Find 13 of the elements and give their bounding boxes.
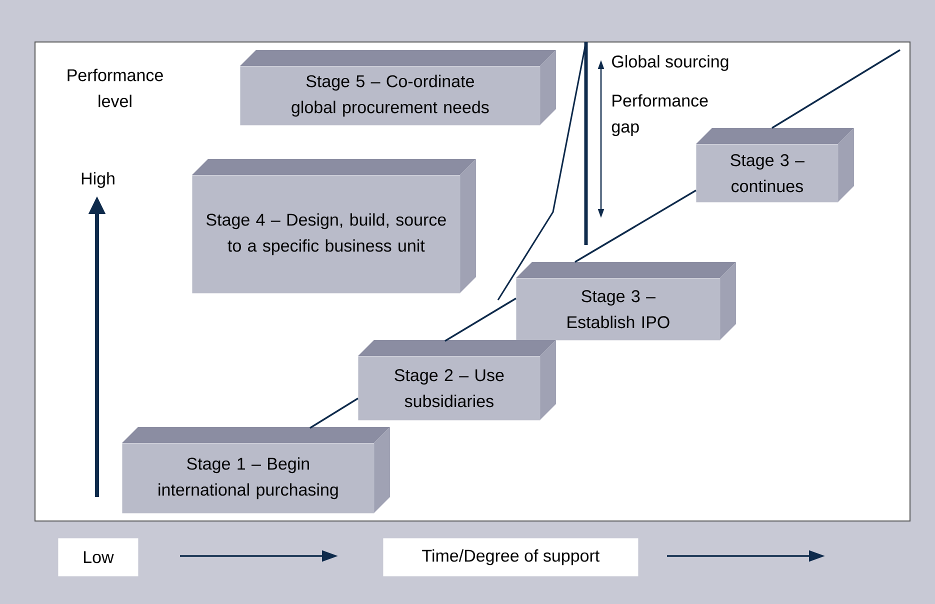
- trend-line: [574, 190, 696, 263]
- stage-box: Stage 4 – Design, build, source to a specific business unit: [192, 159, 476, 294]
- stage-box: Stage 3 – continues: [696, 128, 854, 202]
- stage-box: Stage 2 – Use subsidiaries: [358, 340, 556, 420]
- axis-label: High: [82, 172, 114, 188]
- stage-box: Stage 3 – Establish IPO: [516, 262, 736, 340]
- axis-label: Performance level: [68, 68, 163, 108]
- stage-box: Stage 1 – Begin international purchasing: [122, 427, 390, 514]
- axis-label: Global sourcing: [612, 55, 728, 71]
- axis-label-box: Time/Degree of support: [383, 538, 638, 576]
- stage-box: Stage 5 – Co-ordinate global procurement needs: [240, 50, 556, 126]
- trend-line: [772, 49, 900, 129]
- axis-label-box: Low: [58, 538, 138, 576]
